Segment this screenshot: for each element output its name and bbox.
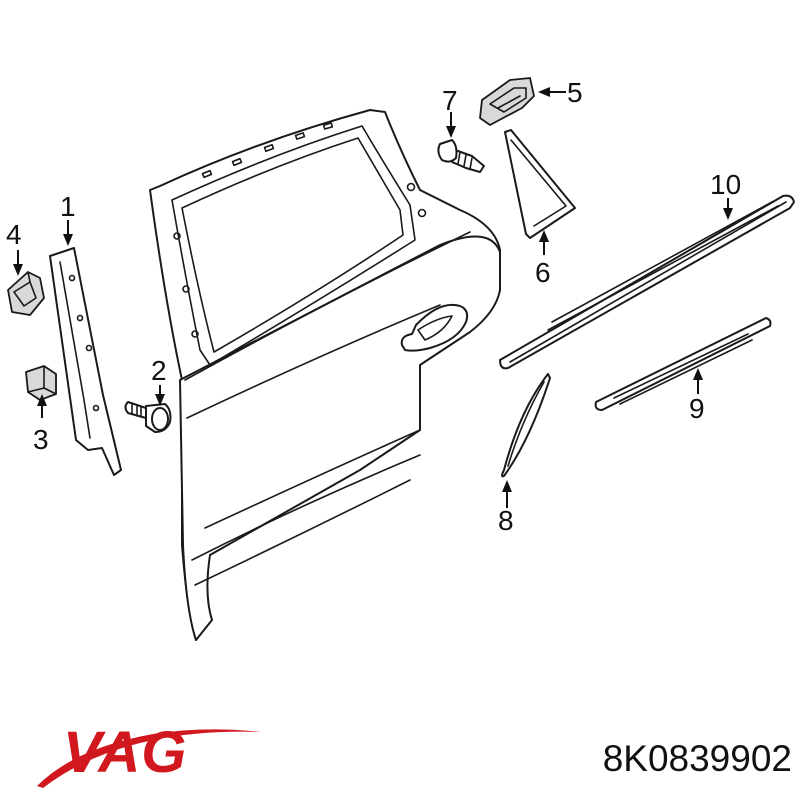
logo-text: VAG [63,720,187,785]
lower-moulding-part-9 [594,317,772,411]
callout-8: 8 [498,505,514,536]
bracket-part-4 [7,271,45,316]
seal-strip-part-8 [501,373,551,478]
triangle-trim-part-6 [504,129,576,239]
callout-2: 2 [151,355,167,386]
cap-part-5 [479,77,535,126]
part-number: 8K0839902 [602,738,792,779]
pillar-trim-part-1 [49,247,122,476]
leader-lines [13,87,733,508]
callout-9: 9 [689,393,705,424]
rear-door-shell [149,109,501,641]
belt-moulding-part-10 [499,194,795,370]
bolt-part-2 [124,401,172,433]
callout-5: 5 [567,77,583,108]
callout-6: 6 [535,257,551,288]
callout-1: 1 [60,191,76,222]
callout-10: 10 [710,169,741,200]
clip-part-3 [25,365,57,401]
callout-4: 4 [6,219,22,250]
logo-swoosh [37,729,261,788]
screw-part-7 [437,139,485,173]
vag-logo: VAG [37,720,261,788]
callout-3: 3 [33,424,49,455]
callout-7: 7 [442,85,458,116]
